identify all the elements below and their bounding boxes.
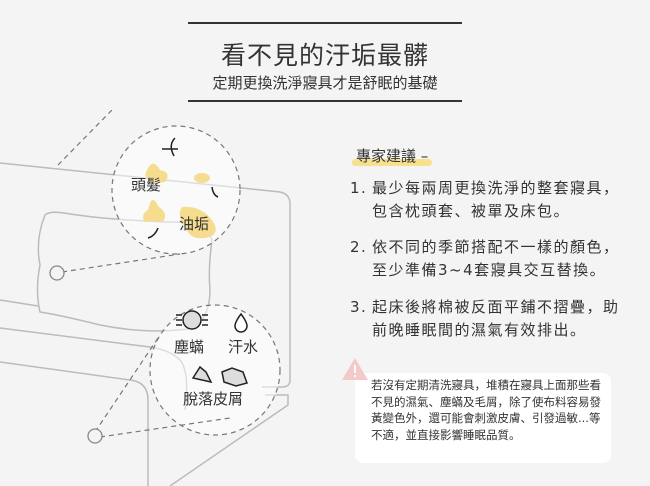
bed-illustration bbox=[0, 110, 291, 486]
page-title: 看不見的汙垢最髒 bbox=[220, 41, 429, 70]
advice-text: 起床後將棉被反面平鋪不摺疊，助前晚睡眠間的濕氣有效排出。 bbox=[372, 298, 620, 339]
skin-flake-icon bbox=[191, 365, 213, 384]
warning-box: 若沒有定期清洗寢具，堆積在寢具上面那些看不見的濕氣、塵蟎及毛屑，除了使布料容易發… bbox=[355, 373, 611, 463]
advice-item: 1.最少每兩周更換洗淨的整套寢具，包含枕頭套、被單及床包。 bbox=[350, 177, 622, 223]
oil-stains bbox=[143, 163, 216, 239]
skin-flake-icon-2 bbox=[221, 367, 248, 387]
label-oil: 油垢 bbox=[179, 215, 210, 233]
sheet-marker bbox=[87, 428, 103, 444]
hair-strands bbox=[147, 137, 219, 239]
zoom-circle-bottom bbox=[149, 304, 281, 436]
label-hair: 頭髮 bbox=[131, 176, 162, 194]
headboard bbox=[0, 162, 291, 388]
mite-icon bbox=[176, 310, 208, 330]
label-mites: 塵蟎 bbox=[174, 338, 205, 356]
sweat-drop-icon bbox=[234, 312, 248, 333]
advice-number: 2. bbox=[350, 238, 368, 256]
label-sweat: 汗水 bbox=[228, 338, 259, 356]
advice-number: 3. bbox=[350, 298, 368, 316]
page-subtitle: 定期更換洗淨寢具才是舒眠的基礎 bbox=[212, 74, 438, 92]
warning-text: 若沒有定期清洗寢具，堆積在寢具上面那些看不見的濕氣、塵蟎及毛屑，除了使布料容易發… bbox=[371, 378, 601, 442]
advice-item: 3.起床後將棉被反面平鋪不摺疊，助前晚睡眠間的濕氣有效排出。 bbox=[350, 296, 622, 342]
advice-heading: 專家建議 – bbox=[352, 145, 433, 166]
warning-triangle-icon bbox=[342, 358, 368, 380]
advice-number: 1. bbox=[350, 179, 368, 197]
label-skin: 脫落皮屑 bbox=[183, 390, 244, 408]
advice-text: 最少每兩周更換洗淨的整套寢具，包含枕頭套、被單及床包。 bbox=[372, 179, 620, 220]
title-rule-bottom bbox=[188, 100, 462, 102]
advice-heading-text: 專家建議 – bbox=[356, 147, 429, 165]
pillow-marker bbox=[49, 265, 65, 281]
heading-highlight bbox=[352, 159, 433, 166]
advice-item: 2.依不同的季節搭配不一樣的顏色，至少準備3~4套寢具交互替換。 bbox=[350, 236, 622, 282]
title-rule-top bbox=[188, 22, 462, 24]
advice-text: 依不同的季節搭配不一樣的顏色，至少準備3~4套寢具交互替換。 bbox=[372, 238, 620, 279]
